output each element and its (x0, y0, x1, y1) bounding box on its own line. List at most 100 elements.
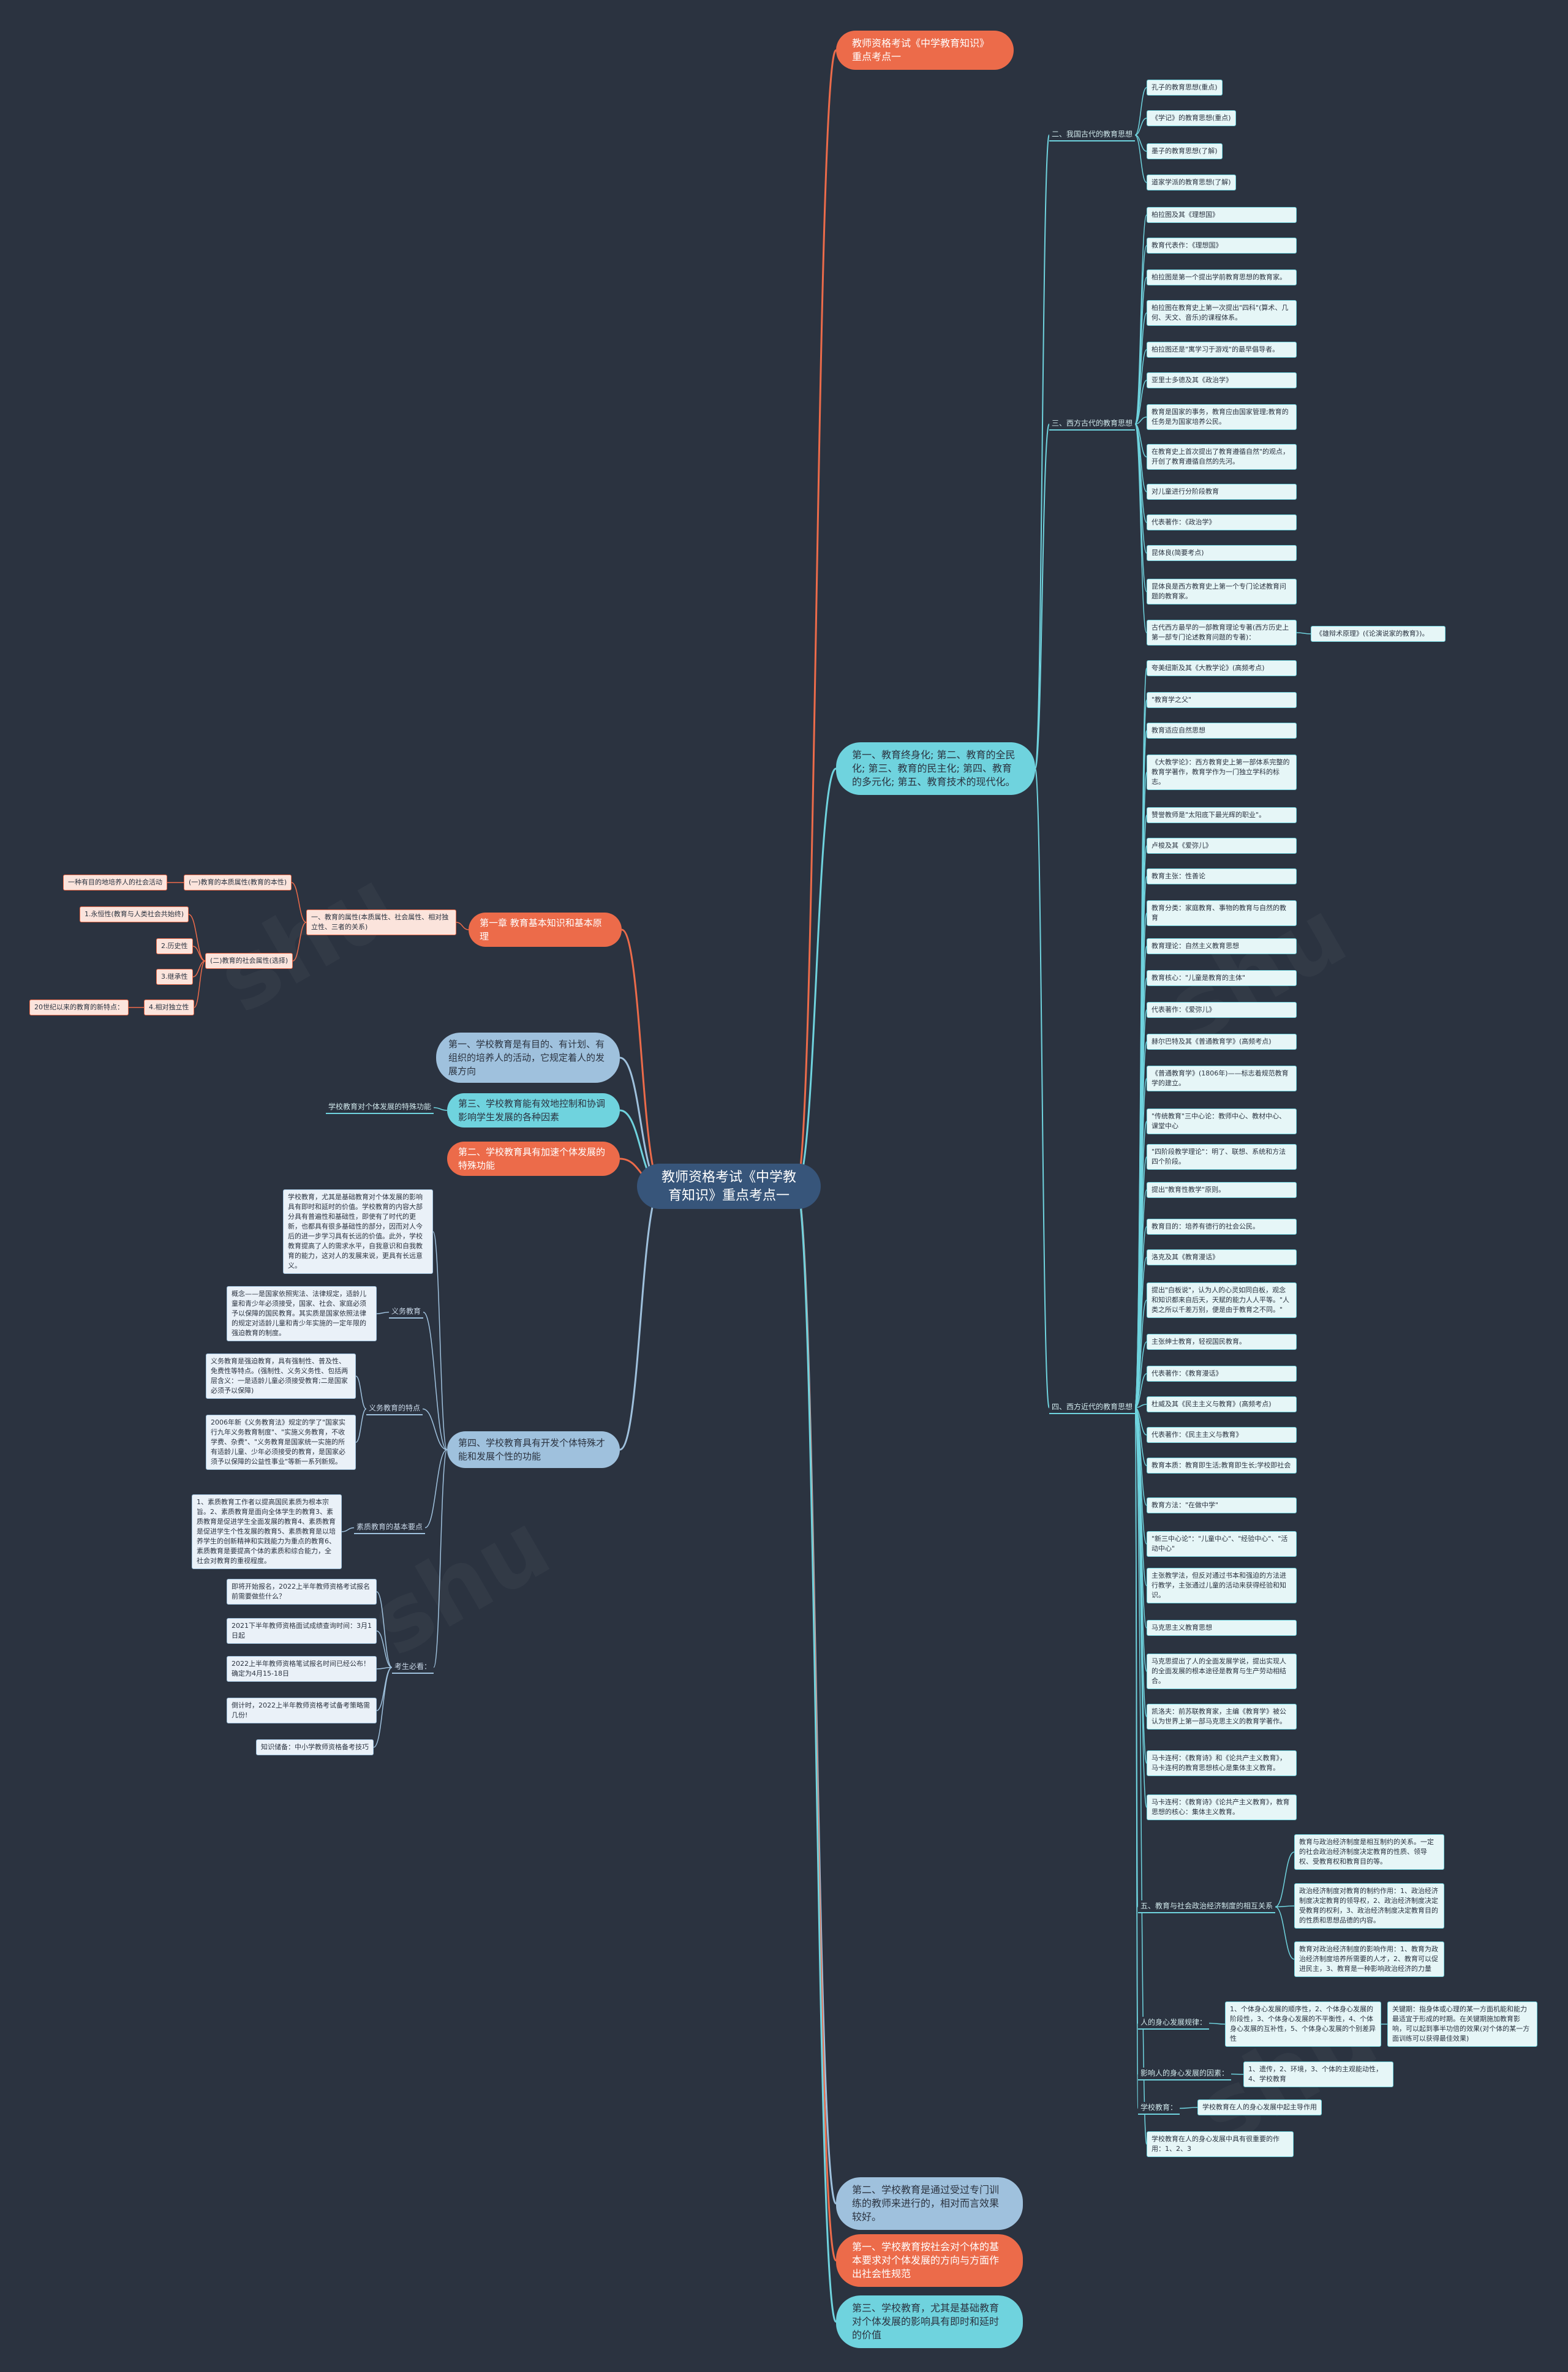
connector (355, 1408, 367, 1443)
connector (376, 1630, 393, 1668)
leaf-west-modern-2: 教育适应自然思想 (1147, 723, 1297, 739)
compulsory-education[interactable]: 义务教育 (389, 1306, 424, 1319)
connector (1134, 87, 1147, 136)
connector (1134, 423, 1147, 633)
main-node-talents[interactable]: 第四、学校教育具有开发个体特殊才能和发展个性的功能 (447, 1431, 620, 1468)
features-leaf-0: 义务教育是强迫教育，具有强制性、普及性、免费性等特点。(强制性、义务义务性、包括… (206, 1354, 356, 1399)
connector (1179, 2107, 1198, 2109)
connector (1208, 2022, 1226, 2025)
compulsory-features[interactable]: 义务教育的特点 (366, 1402, 423, 1415)
main-node-norms[interactable]: 第一、学校教育按社会对个体的基本要求对个体发展的方向与方面作出社会性规范 (836, 2234, 1023, 2287)
social-attr-2: 3.继承性 (156, 969, 193, 985)
leaf-critical-period: 关键期：指身体或心理的某一方面机能和能力最适宜于形成的时期。在关键期施加教育影响… (1387, 2001, 1537, 2047)
leaf-west-ancient-10: 昆体良(简要考点) (1147, 545, 1297, 561)
connector (291, 882, 307, 923)
connector (1134, 416, 1147, 425)
connector (1296, 632, 1311, 634)
leaf-west-modern-28: 马克思提出了人的全面发展学说，提出实现人的全面发展的根本途径是教育与生产劳动相结… (1147, 1654, 1297, 1689)
connector (433, 1449, 448, 1668)
connector (1134, 1373, 1147, 1409)
connector (376, 1666, 393, 1670)
must-see-2[interactable]: 2022上半年教师资格笔试报名时间已经公布！确定为4月15-18日 (227, 1656, 377, 1682)
leaf-west-modern-14: "四阶段教学理论"：明了、联想、系统和方法四个阶段。 (1147, 1144, 1297, 1170)
leaf-west-modern-4: 赞誉教师是"太阳底下最光辉的职业"。 (1147, 807, 1297, 823)
leaf-west-modern-29: 凯洛夫：前苏联教育家，主编《教育学》被公认为世界上第一部马克思主义的教育学著作。 (1147, 1704, 1297, 1730)
connector (432, 1231, 448, 1450)
leaf-west-ancient-extra: 《雄辩术原理》(《论演说家的教育》)。 (1311, 626, 1446, 642)
root-node[interactable]: 教师资格考试《中学教育知识》重点考点一 (637, 1164, 821, 1209)
leaf-china-3: 道家学派的教育思想(了解) (1147, 175, 1236, 190)
branch-politics-economy[interactable]: 五、教育与社会政治经济制度的相互关系 (1138, 1900, 1276, 1913)
leaf-west-modern-30: 马卡连柯：《教育诗》和《论共产主义教育》，马卡连柯的教育思想核心是集体主义教育。 (1147, 1750, 1297, 1776)
attributes-node[interactable]: 一、教育的属性(本质属性、社会属性、相对独立性、三者的关系) (306, 909, 456, 935)
connector (422, 1408, 448, 1450)
leaf-west-ancient-12: 古代西方最早的一部教育理论专著(西方历史上第一部专门论述教育问题的专著)： (1147, 620, 1297, 646)
leaf-factors: 1、遗传，2、环境，3、个体的主观能动性，4、学校教育 (1243, 2061, 1393, 2087)
branch-factors[interactable]: 影响人的身心发展的因素： (1138, 2068, 1232, 2080)
main-node-teacher[interactable]: 第二、学校教育是通过受过专门训练的教师来进行的，相对而言效果较好。 (836, 2177, 1023, 2230)
social-attr-3: 4.相对独立性 (144, 1000, 194, 1015)
social-attr-extra: 20世纪以来的教育的新特点： (29, 1000, 129, 1015)
must-see-4[interactable]: 知识储备：中小学教师资格备考技巧 (256, 1739, 374, 1755)
leaf-west-modern-21: 杜威及其《民主主义与教育》(高频考点) (1147, 1396, 1297, 1412)
connector (292, 922, 307, 962)
leaf-west-ancient-6: 教育是国家的事务，教育应由国家管理;教育的任务是为国家培养公民。 (1147, 404, 1297, 430)
connector (376, 1666, 393, 1711)
essence-node[interactable]: (一)教育的本质属性(教育的本性) (184, 875, 292, 890)
main-node-title[interactable]: 教师资格考试《中学教育知识》重点考点一 (836, 31, 1014, 70)
chapter-1-node[interactable]: 第一章 教育基本知识和基本原理 (469, 913, 622, 947)
main-node-control[interactable]: 第三、学校教育能有效地控制和协调影响学生发展的各种因素 (447, 1093, 620, 1128)
value-leaf: 学校教育，尤其是基础教育对个体发展的影响具有即时和延时的价值。学校教育的内容大部… (283, 1189, 433, 1274)
leaf-west-ancient-4: 柏拉图还是"寓学习于游戏"的最早倡导者。 (1147, 342, 1297, 358)
connector (373, 1666, 393, 1748)
branch-school-education[interactable]: 学校教育： (1138, 2102, 1180, 2115)
connector (355, 1376, 367, 1410)
leaf-west-modern-19: 主张绅士教育，轻视国民教育。 (1147, 1334, 1297, 1350)
connector (1134, 423, 1147, 592)
connector (1134, 1407, 1147, 1808)
main-node-value[interactable]: 第三、学校教育，尤其是基础教育对个体发展的影响具有即时和延时的价值 (836, 2295, 1023, 2348)
compulsory-leaf: 概念——是国家依照宪法、法律规定，适龄儿童和青少年必须接受，国家、社会、家庭必须… (227, 1286, 377, 1341)
connector (1275, 1906, 1295, 1960)
connector (376, 1591, 393, 1668)
must-see-1[interactable]: 2021下半年教师资格面试成绩查询时间：3月1日起 (227, 1618, 377, 1644)
main-node-purpose[interactable]: 第一、学校教育是有目的、有计划、有组织的培养人的活动，它规定着人的发展方向 (436, 1033, 620, 1083)
connector (424, 1449, 448, 1529)
must-see[interactable]: 考生必看： (392, 1661, 434, 1674)
leaf-school-role: 学校教育在人的身心发展中具有很重要的作用：1、2、3 (1147, 2131, 1294, 2157)
leaf-west-ancient-1: 教育代表作：《理想国》 (1147, 238, 1297, 254)
connector (1134, 1404, 1147, 1409)
connector (456, 922, 469, 930)
leaf-west-modern-7: 教育分类：家庭教育、事物的教育与自然的教育 (1147, 900, 1297, 926)
leaf-west-modern-31: 马卡连柯：《教育诗》《论共产主义教育》，教育思想的核心：集体主义教育。 (1147, 1794, 1297, 1820)
leaf-west-modern-22: 代表著作：《民主主义与教育》 (1147, 1427, 1297, 1443)
connector (1134, 1407, 1147, 2145)
branch-west-modern[interactable]: 四、西方近代的教育思想 (1049, 1401, 1136, 1414)
social-attr-node[interactable]: (二)教育的社会属性(选择) (205, 953, 293, 969)
must-see-3[interactable]: 倒计时，2022上半年教师资格考试备考策略需几份! (227, 1698, 377, 1723)
features-leaf-1: 2006年新《义务教育法》规定的学了"国家实行九年义务教育制度"、"实施义务教育… (206, 1415, 356, 1470)
connector (341, 1527, 355, 1532)
leaf-west-ancient-2: 柏拉图是第一个提出学前教育思想的教育家。 (1147, 269, 1297, 285)
must-see-0[interactable]: 即将开始报名，2022上半年教师资格考试报名前需要做些什么？ (227, 1579, 377, 1605)
branch-west-ancient[interactable]: 三、西方古代的教育思想 (1049, 418, 1136, 431)
leaf-west-modern-16: 教育目的：培养有德行的社会公民。 (1147, 1219, 1297, 1235)
leaf-china-1: 《学记》的教育思想(重点) (1147, 110, 1236, 126)
main-node-trends[interactable]: 第一、教育终身化; 第二、教育的全民化; 第三、教育的民主化; 第四、教育的多元… (836, 742, 1035, 795)
main-node-accelerate[interactable]: 第二、学校教育具有加速个体发展的特殊功能 (447, 1142, 620, 1176)
leaf-econ-1: 政治经济制度对教育的制约作用：1、政治经济制度决定教育的领导权，2、政治经济制度… (1294, 1883, 1444, 1929)
leaf-west-ancient-0: 柏拉图及其《理想国》 (1147, 207, 1297, 223)
leaf-west-modern-24: 教育方法："在做中学" (1147, 1497, 1297, 1513)
branch-development-laws[interactable]: 人的身心发展规律： (1138, 2017, 1210, 2030)
leaf-west-modern-27: 马克思主义教育思想 (1147, 1620, 1297, 1636)
leaf-west-modern-12: 《普通教育学》(1806年)——标志着规范教育学的建立。 (1147, 1066, 1297, 1091)
quality-education-points[interactable]: 素质教育的基本要点 (354, 1521, 426, 1534)
leaf-west-modern-26: 主张教学法，但反对通过书本和强迫的方法进行教学，主张通过儿童的活动来获得经验和知… (1147, 1568, 1297, 1603)
leaf-west-ancient-8: 对儿童进行分阶段教育 (1147, 484, 1297, 500)
special-function-label[interactable]: 学校教育对个体发展的特殊功能 (326, 1101, 434, 1114)
branch-china-ancient[interactable]: 二、我国古代的教育思想 (1049, 129, 1136, 141)
leaf-west-ancient-11: 昆体良是西方教育史上第一个专门论述教育问题的教育家。 (1147, 579, 1297, 604)
leaf-west-modern-20: 代表著作：《教育漫话》 (1147, 1366, 1297, 1382)
connector (1035, 768, 1050, 1409)
connector (1134, 245, 1147, 425)
